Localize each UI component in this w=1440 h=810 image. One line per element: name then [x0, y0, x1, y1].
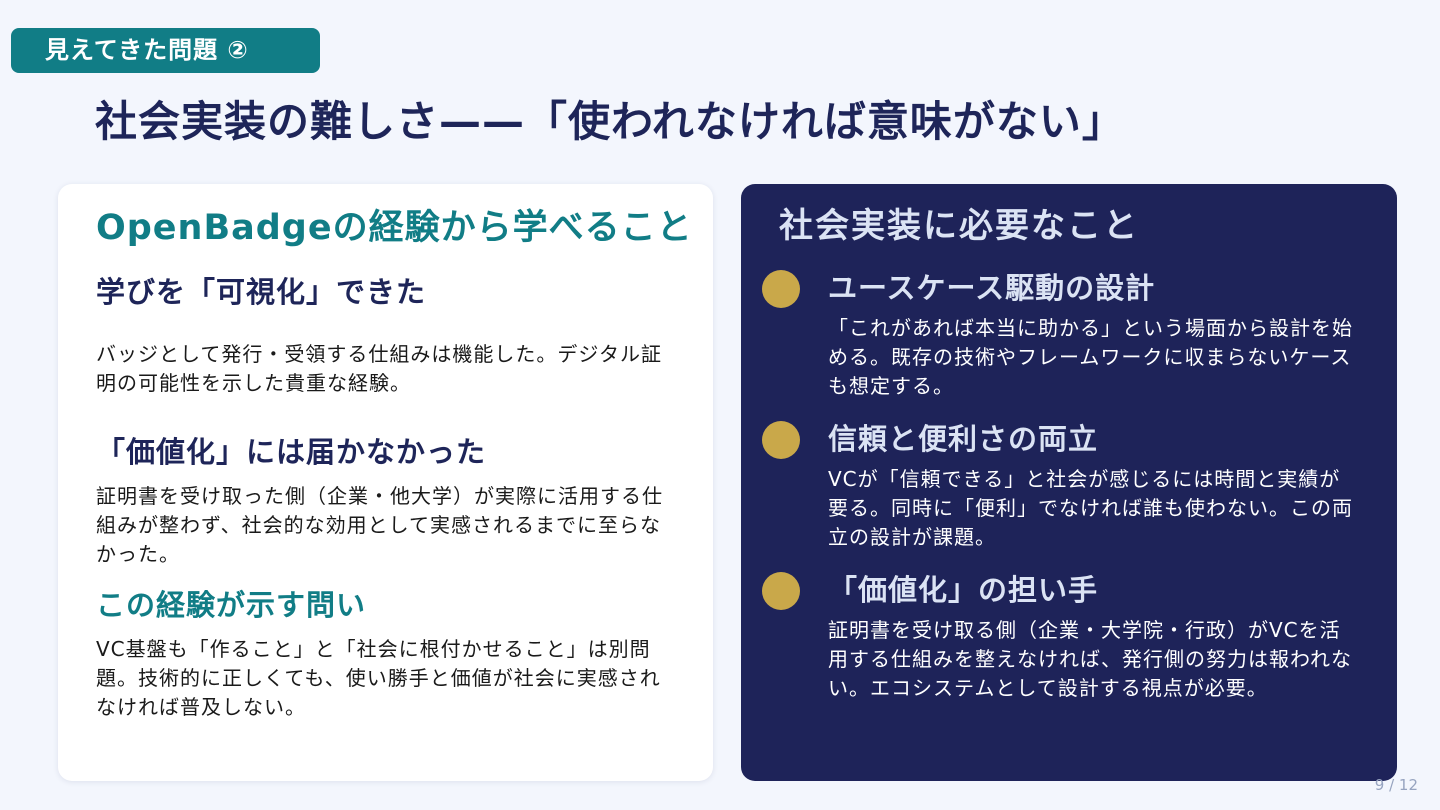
- requirement-title: 信頼と便利さの両立: [828, 422, 1099, 456]
- section-title-question: この経験が示す問い: [96, 588, 367, 622]
- requirement-title: ユースケース駆動の設計: [828, 271, 1156, 305]
- requirement-text: 「これがあれば本当に助かる」という場面から設計を始める。既存の技術やフレームワー…: [828, 316, 1353, 398]
- bullet-dot-icon: [762, 572, 800, 610]
- page-number: 9 / 12: [1374, 776, 1418, 794]
- requirements-card-heading: 社会実装に必要なこと: [779, 206, 1139, 246]
- page-title: 社会実装の難しさ——「使われなければ意味がない」: [95, 97, 1125, 146]
- requirement-title: 「価値化」の担い手: [828, 573, 1099, 607]
- bullet-dot-icon: [762, 270, 800, 308]
- section-text-valuation: 証明書を受け取った側（企業・他大学）が実際に活用する仕組みが整わず、社会的な効用…: [96, 484, 663, 566]
- section-tag: 見えてきた問題 ②: [11, 28, 320, 73]
- bullet-dot-icon: [762, 421, 800, 459]
- section-title-visualization: 学びを「可視化」できた: [96, 275, 427, 309]
- lessons-card-heading: OpenBadgeの経験から学べること: [96, 208, 693, 248]
- section-title-valuation: 「価値化」には届かなかった: [96, 435, 487, 469]
- requirement-item: ユースケース駆動の設計 「これがあれば本当に助かる」という場面から設計を始める。…: [762, 266, 1359, 401]
- lessons-card: OpenBadgeの経験から学べること 学びを「可視化」できた バッジとして発行…: [58, 184, 713, 781]
- requirements-card: 社会実装に必要なこと ユースケース駆動の設計 「これがあれば本当に助かる」という…: [741, 184, 1397, 781]
- requirement-item: 信頼と便利さの両立 VCが「信頼できる」と社会が感じるには時間と実績が要る。同時…: [762, 417, 1359, 552]
- requirement-text: 証明書を受け取る側（企業・大学院・行政）がVCを活用する仕組みを整えなければ、発…: [828, 618, 1352, 700]
- requirement-text: VCが「信頼できる」と社会が感じるには時間と実績が要る。同時に「便利」でなければ…: [828, 467, 1353, 549]
- requirement-item: 「価値化」の担い手 証明書を受け取る側（企業・大学院・行政）がVCを活用する仕組…: [762, 568, 1359, 703]
- section-text-question: VC基盤も「作ること」と「社会に根付かせること」は別問題。技術的に正しくても、使…: [96, 637, 661, 719]
- section-text-visualization: バッジとして発行・受領する仕組みは機能した。デジタル証明の可能性を示した貴重な経…: [96, 342, 662, 395]
